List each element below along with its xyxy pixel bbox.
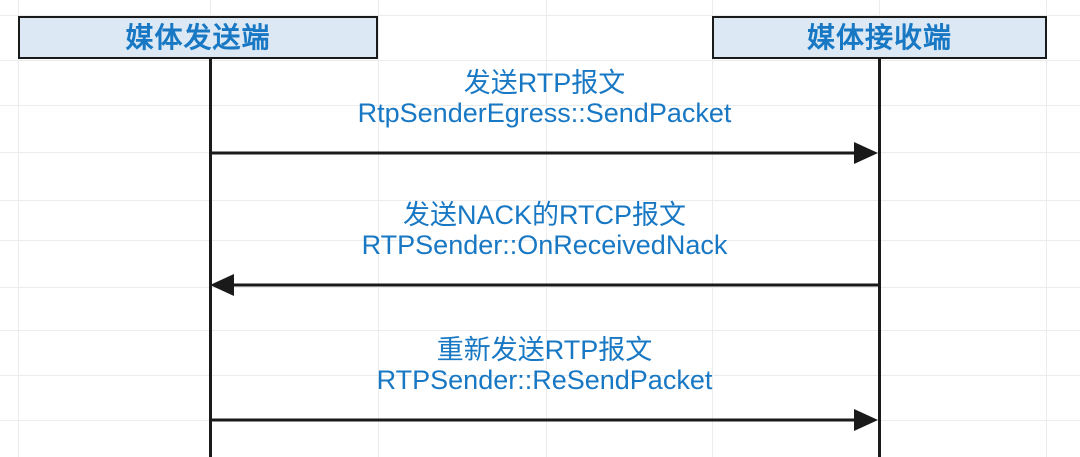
message-3-label-code: RTPSender::ReSendPacket [376,365,713,396]
message-1-label-cn: 发送RTP报文 [463,68,626,98]
participant-sender-label: 媒体发送端 [125,21,271,53]
participant-sender[interactable]: 媒体发送端 [18,16,378,59]
lifeline-receiver [878,59,881,457]
participant-receiver-label: 媒体接收端 [806,21,952,53]
message-2-label-code: RTPSender::OnReceivedNack [361,230,728,261]
message-3-label-cn: 重新发送RTP报文 [436,335,653,365]
message-1-labels: 发送RTP报文 RtpSenderEgress::SendPacket [210,68,879,128]
message-3-labels: 重新发送RTP报文 RTPSender::ReSendPacket [210,335,879,395]
message-1-label-code: RtpSenderEgress::SendPacket [357,98,732,129]
lifeline-sender [209,59,212,457]
participant-receiver[interactable]: 媒体接收端 [712,16,1047,59]
message-2-labels: 发送NACK的RTCP报文 RTPSender::OnReceivedNack [210,200,879,260]
message-2-label-cn: 发送NACK的RTCP报文 [402,200,687,230]
